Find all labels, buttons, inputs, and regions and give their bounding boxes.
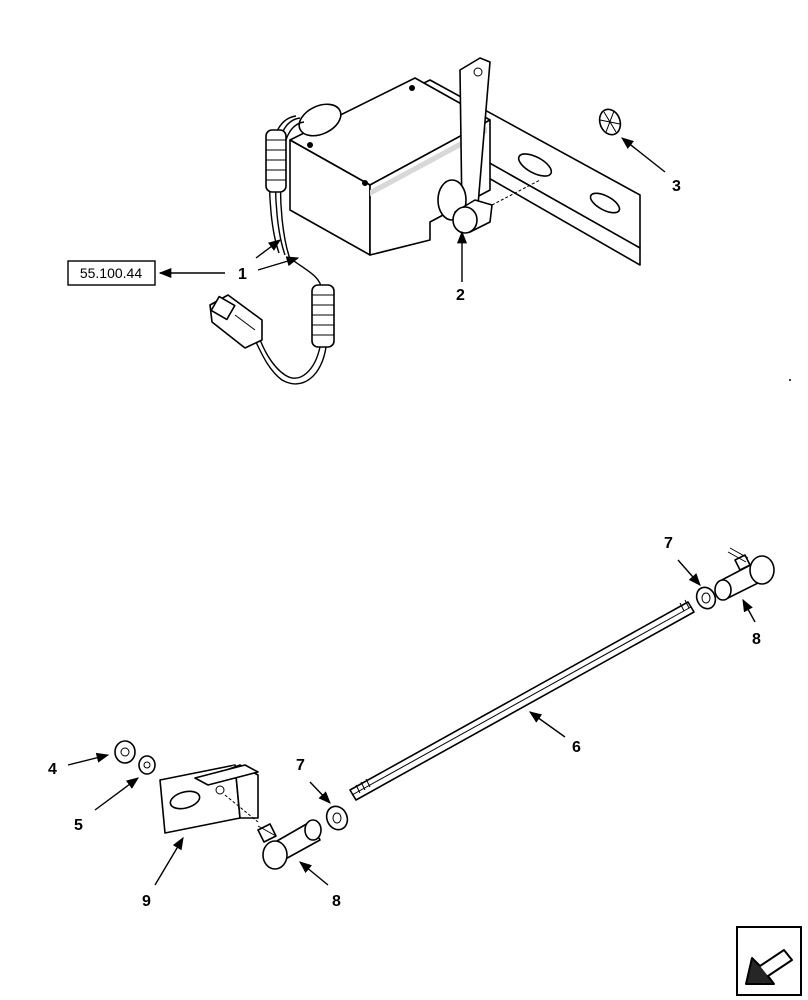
leader-9 bbox=[154, 836, 184, 886]
leader-7-upper bbox=[677, 559, 701, 586]
leader-8-upper bbox=[742, 598, 756, 623]
callout-5: 5 bbox=[74, 817, 83, 834]
wire-sleeve-upper bbox=[265, 129, 287, 193]
rod-end-lower bbox=[257, 819, 322, 870]
callout-3: 3 bbox=[672, 178, 681, 195]
leader-3 bbox=[621, 137, 666, 173]
actuator-assembly bbox=[209, 57, 641, 385]
callout-7-lower: 7 bbox=[296, 757, 305, 774]
lock-washer bbox=[138, 755, 156, 775]
leader-8-lower bbox=[299, 861, 329, 886]
reference-box[interactable]: 55.100.44 bbox=[67, 260, 156, 286]
reference-label: 55.100.44 bbox=[80, 265, 142, 281]
leader-1a bbox=[255, 239, 282, 259]
next-page-arrow-icon[interactable] bbox=[736, 926, 802, 996]
lever-arm bbox=[437, 57, 541, 234]
callout-2: 2 bbox=[456, 287, 465, 304]
callout-9: 9 bbox=[142, 893, 151, 910]
callout-6: 6 bbox=[572, 739, 581, 756]
wire-sleeve-lower bbox=[311, 284, 335, 348]
control-rod bbox=[349, 599, 695, 801]
leader-7-lower bbox=[309, 781, 331, 804]
leader-1b bbox=[257, 256, 300, 271]
rod-end-upper bbox=[714, 547, 775, 601]
lower-bracket bbox=[159, 764, 259, 834]
callout-1: 1 bbox=[238, 266, 247, 283]
leader-4 bbox=[67, 752, 110, 766]
leader-6 bbox=[528, 711, 566, 738]
callout-4: 4 bbox=[48, 761, 57, 778]
callout-8-upper: 8 bbox=[752, 631, 761, 648]
callout-7-upper: 7 bbox=[664, 535, 673, 552]
leader-5 bbox=[94, 777, 140, 811]
jam-nut-lower bbox=[325, 805, 349, 831]
callout-8-lower: 8 bbox=[332, 893, 341, 910]
wire-connector bbox=[209, 294, 263, 349]
wire-harness bbox=[209, 115, 335, 385]
hex-nut bbox=[114, 740, 136, 764]
actuator-housing bbox=[289, 77, 491, 256]
lock-nut bbox=[598, 108, 622, 136]
jam-nut-upper bbox=[695, 586, 717, 610]
